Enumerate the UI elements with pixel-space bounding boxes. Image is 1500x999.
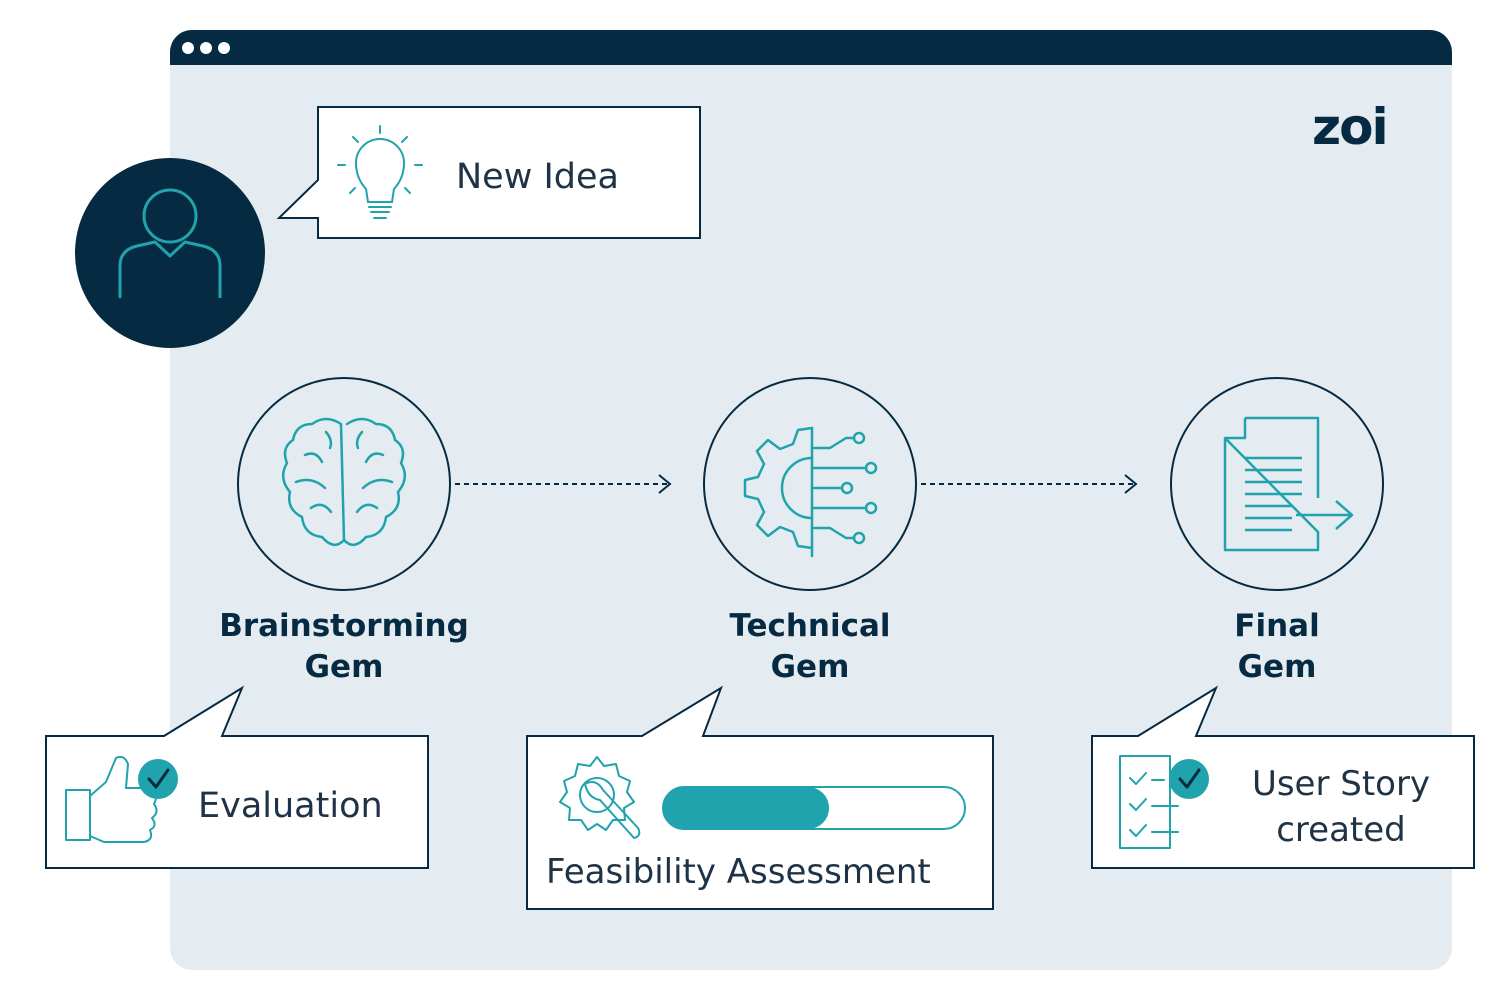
- person-icon: [118, 188, 222, 298]
- user-story-line: User Story: [1251, 764, 1431, 804]
- feasibility-progress-bar: [662, 786, 966, 830]
- window-titlebar: [170, 30, 1452, 65]
- stage-label-line: Brainstorming: [219, 608, 469, 644]
- stage-brainstorming-label: Brainstorming Gem: [184, 606, 504, 688]
- stage-label-line: Gem: [1237, 649, 1317, 685]
- user-story-text: User Story created: [1225, 761, 1457, 853]
- lightbulb-icon: [337, 125, 423, 219]
- stage-technical-circle[interactable]: [703, 377, 917, 591]
- connector-arrow: [455, 474, 672, 494]
- evaluation-text: Evaluation: [198, 786, 383, 826]
- evaluation-bubble-frame: [45, 685, 429, 869]
- window-dot: [182, 42, 194, 54]
- gear-wrench-icon: [559, 756, 641, 839]
- window-dot: [218, 42, 230, 54]
- user-story-bubble-frame: [1091, 685, 1475, 869]
- idea-bubble-text: New Idea: [456, 157, 619, 197]
- stage-label-line: Final: [1234, 608, 1320, 644]
- window-dot: [200, 42, 212, 54]
- stage-label-line: Gem: [770, 649, 850, 685]
- feasibility-text: Feasibility Assessment: [546, 852, 931, 892]
- stage-label-line: Technical: [729, 608, 891, 644]
- stage-label-line: Gem: [304, 649, 384, 685]
- stage-final-label: Final Gem: [1117, 606, 1437, 688]
- zoi-logo: zoi: [1312, 98, 1389, 156]
- connector-arrow: [921, 474, 1138, 494]
- thumbs-up-check-icon: [65, 755, 178, 843]
- stage-brainstorming-circle[interactable]: [237, 377, 451, 591]
- checklist-check-icon: [1119, 755, 1209, 849]
- user-avatar: [75, 158, 265, 348]
- user-story-line: created: [1276, 810, 1406, 850]
- stage-technical-label: Technical Gem: [650, 606, 970, 688]
- stage-final-circle[interactable]: [1170, 377, 1384, 591]
